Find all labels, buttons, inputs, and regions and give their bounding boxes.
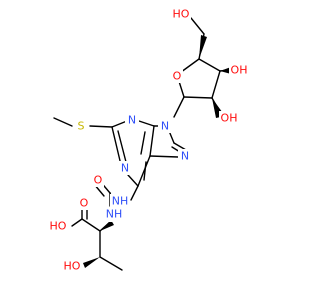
wedge-c3-oh <box>220 67 231 74</box>
bond-c3-c2 <box>211 70 221 99</box>
label-bg-oh-bottom <box>219 111 240 125</box>
bond-s-ch3 <box>53 117 73 127</box>
bond-c2-c1 <box>183 96 213 99</box>
bond-n1-c6 <box>127 174 139 187</box>
nitrogen-label-n7: N <box>181 150 189 163</box>
ring-oxygen-label: O <box>173 70 182 83</box>
bond-c2-n1-double <box>117 130 127 163</box>
label-bg-n7 <box>178 149 192 163</box>
label-bg-s <box>74 119 88 133</box>
label-bg-ho-top <box>171 7 191 21</box>
bond-c6-nh <box>130 185 139 201</box>
acid-hydroxyl-label: HO <box>50 220 67 233</box>
chemical-structure-diagram: HO OH OH O N N N N S NH NH O O HO HO <box>48 7 250 273</box>
label-bg-oh-right <box>229 63 250 77</box>
bond-layer <box>53 17 231 271</box>
urea-oxygen-label: O <box>94 174 103 187</box>
hydroxyl-label-ribose-right: OH <box>231 64 248 77</box>
urea-nh-label-lower: NH <box>106 208 123 221</box>
label-bg-n3 <box>125 113 139 127</box>
bond-c5-c4 <box>149 125 155 157</box>
nitrogen-label-n1: N <box>121 162 129 175</box>
label-bg-nh-left <box>110 194 130 209</box>
label-bg-nh-right <box>104 207 124 222</box>
wedge-c4-ch2 <box>199 35 207 59</box>
label-bg-ho-acid <box>48 219 69 233</box>
label-bg-ho-side <box>62 259 83 273</box>
urea-nh-label-upper: NH <box>112 195 129 208</box>
nitrogen-label-n9: N <box>161 120 169 133</box>
label-bg-n9 <box>158 119 172 133</box>
bond-cbeta-ch3 <box>99 256 123 271</box>
acid-carbonyl-oxygen-label: O <box>80 197 89 210</box>
bond-c2-n1 <box>111 126 122 166</box>
label-bg-o-urea <box>92 173 104 187</box>
hydroxyl-label-top: HO <box>173 8 190 21</box>
wedge-cbeta-oh <box>83 257 100 268</box>
bond-ho-ch2 <box>190 17 205 35</box>
hydroxyl-label-ribose-bottom: OH <box>221 112 238 125</box>
nitrogen-label-n3: N <box>128 114 136 127</box>
bond-c4-c3 <box>198 58 221 72</box>
side-chain-hydroxyl-label: HO <box>64 260 81 273</box>
atom-label-layer: HO OH OH O N N N N S NH NH O O HO HO <box>48 7 250 273</box>
label-bg-o-acid <box>78 196 90 210</box>
bond-calpha-cooh <box>81 218 101 232</box>
sulfur-label: S <box>78 120 85 133</box>
bond-n3-c2 <box>111 120 128 128</box>
bond-n7-c5 <box>149 155 179 158</box>
bond-c2-s <box>89 125 113 128</box>
stereo-bond-layer <box>83 35 231 268</box>
bond-cooh-oh <box>71 218 83 227</box>
bond-c4-c5-double <box>140 131 146 155</box>
bond-c6-c5 <box>137 155 151 187</box>
bond-c6-c5-double <box>143 161 147 181</box>
label-bg-o-ring <box>171 69 183 83</box>
label-bg-n1 <box>118 161 132 175</box>
bond-c8-n7 <box>173 142 187 151</box>
wedge-calpha-nh <box>100 220 114 231</box>
bond-c1-n9 <box>173 96 185 118</box>
